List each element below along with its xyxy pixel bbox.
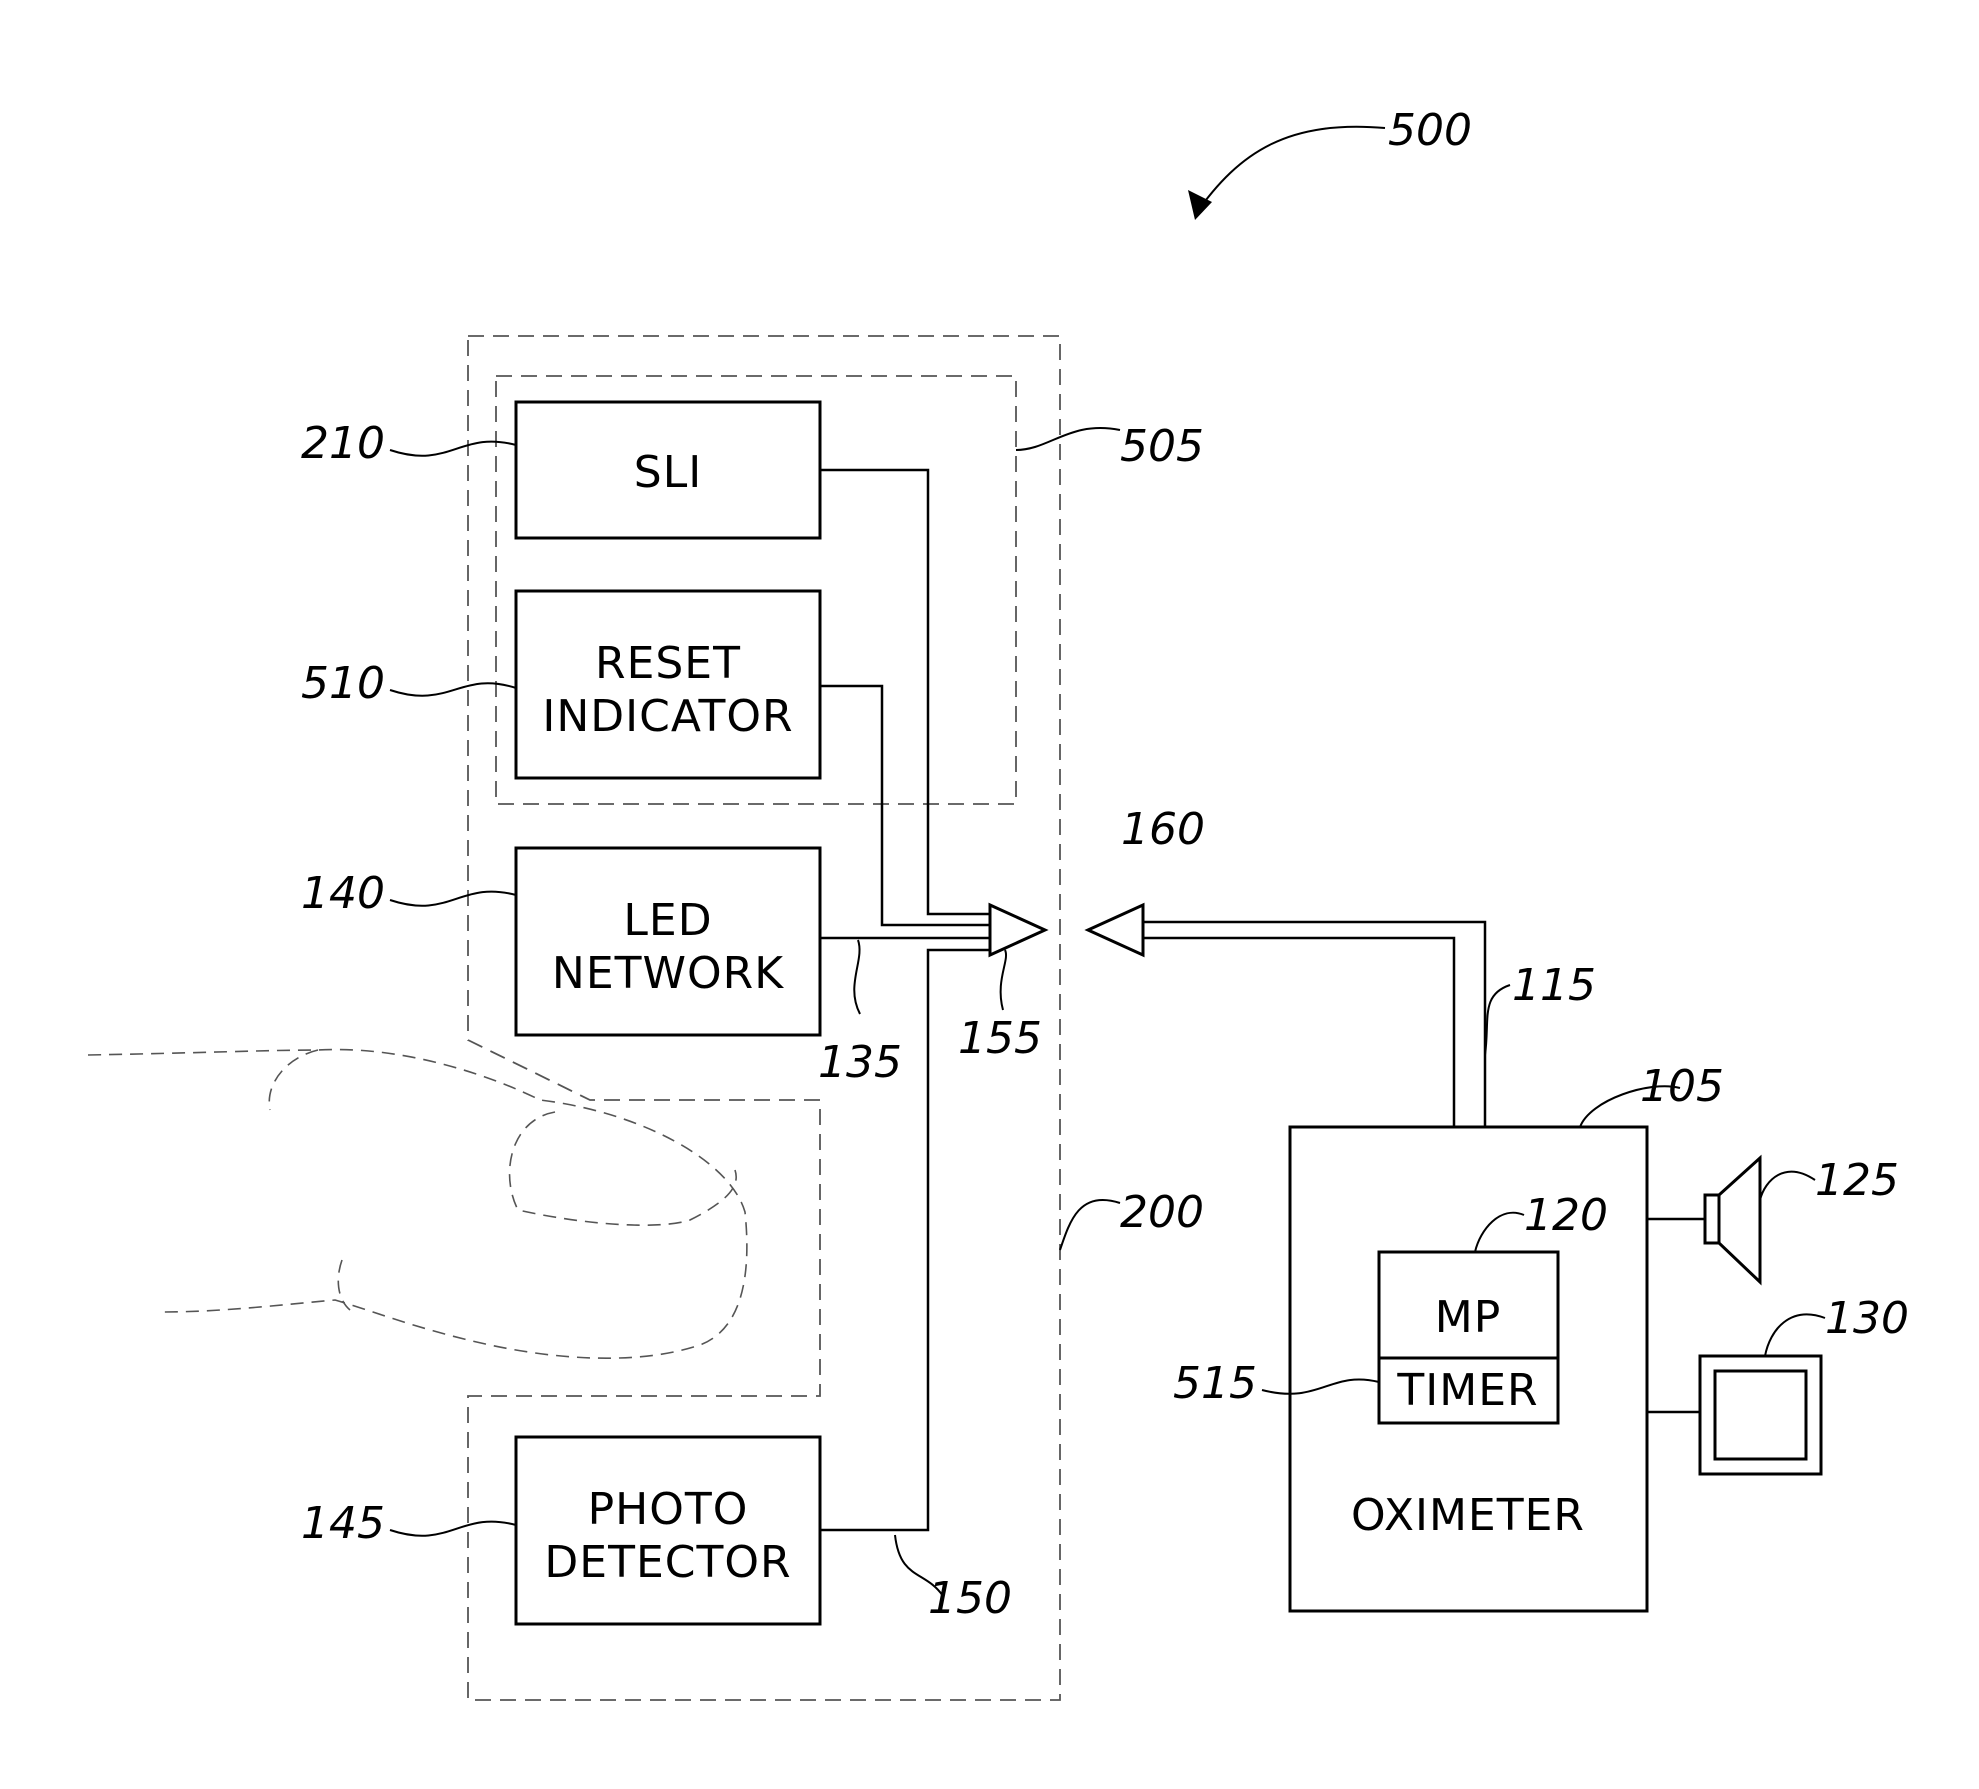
reset-indicator-block: RESET INDICATOR: [516, 591, 820, 778]
photo-detector-label-line2: DETECTOR: [544, 1537, 791, 1588]
ref-505: 505: [1120, 421, 1204, 472]
reset-indicator-label-line2: INDICATOR: [542, 691, 793, 742]
sli-wire: [820, 470, 990, 914]
reset-wire: [820, 686, 990, 925]
oximeter-label: OXIMETER: [1351, 1490, 1585, 1541]
cable-line-lower: [1143, 938, 1454, 1127]
ref-500: 500: [1388, 105, 1472, 156]
ref-155: 155: [958, 1013, 1042, 1064]
photo-detector-block: PHOTO DETECTOR: [516, 1437, 820, 1624]
ref-140: 140: [301, 868, 385, 919]
ref-135: 135: [818, 1037, 902, 1088]
cable-line-upper: [1143, 922, 1485, 1127]
sli-block: SLI: [516, 402, 820, 538]
speaker-icon: [1705, 1158, 1760, 1282]
ref-210: 210: [301, 418, 385, 469]
led-network-label-line2: NETWORK: [552, 948, 784, 999]
ref-115: 115: [1512, 960, 1596, 1011]
reset-indicator-label-line1: RESET: [595, 638, 741, 689]
ref-120: 120: [1524, 1190, 1608, 1241]
display-icon: [1700, 1356, 1821, 1474]
led-network-block: LED NETWORK: [516, 848, 820, 1035]
ref-130: 130: [1825, 1293, 1909, 1344]
sli-label: SLI: [634, 447, 702, 498]
ref-510: 510: [301, 658, 385, 709]
ref-105: 105: [1640, 1061, 1724, 1112]
ref-145: 145: [301, 1498, 385, 1549]
mp-block: MP TIMER: [1379, 1252, 1558, 1423]
led-network-label-line1: LED: [623, 895, 712, 946]
finger-sketch: [88, 1050, 747, 1359]
mp-label: MP: [1435, 1292, 1502, 1343]
system-reference: 500: [1188, 105, 1472, 220]
ref-200: 200: [1120, 1187, 1204, 1238]
cable-connector: [1088, 905, 1143, 955]
ref-160: 160: [1121, 804, 1205, 855]
ref-150: 150: [928, 1573, 1012, 1624]
ref-515: 515: [1173, 1358, 1257, 1409]
ref-125: 125: [1815, 1155, 1899, 1206]
timer-label: TIMER: [1396, 1365, 1538, 1416]
photo-detector-label-line1: PHOTO: [588, 1484, 749, 1535]
sensor-connector: [990, 905, 1045, 955]
